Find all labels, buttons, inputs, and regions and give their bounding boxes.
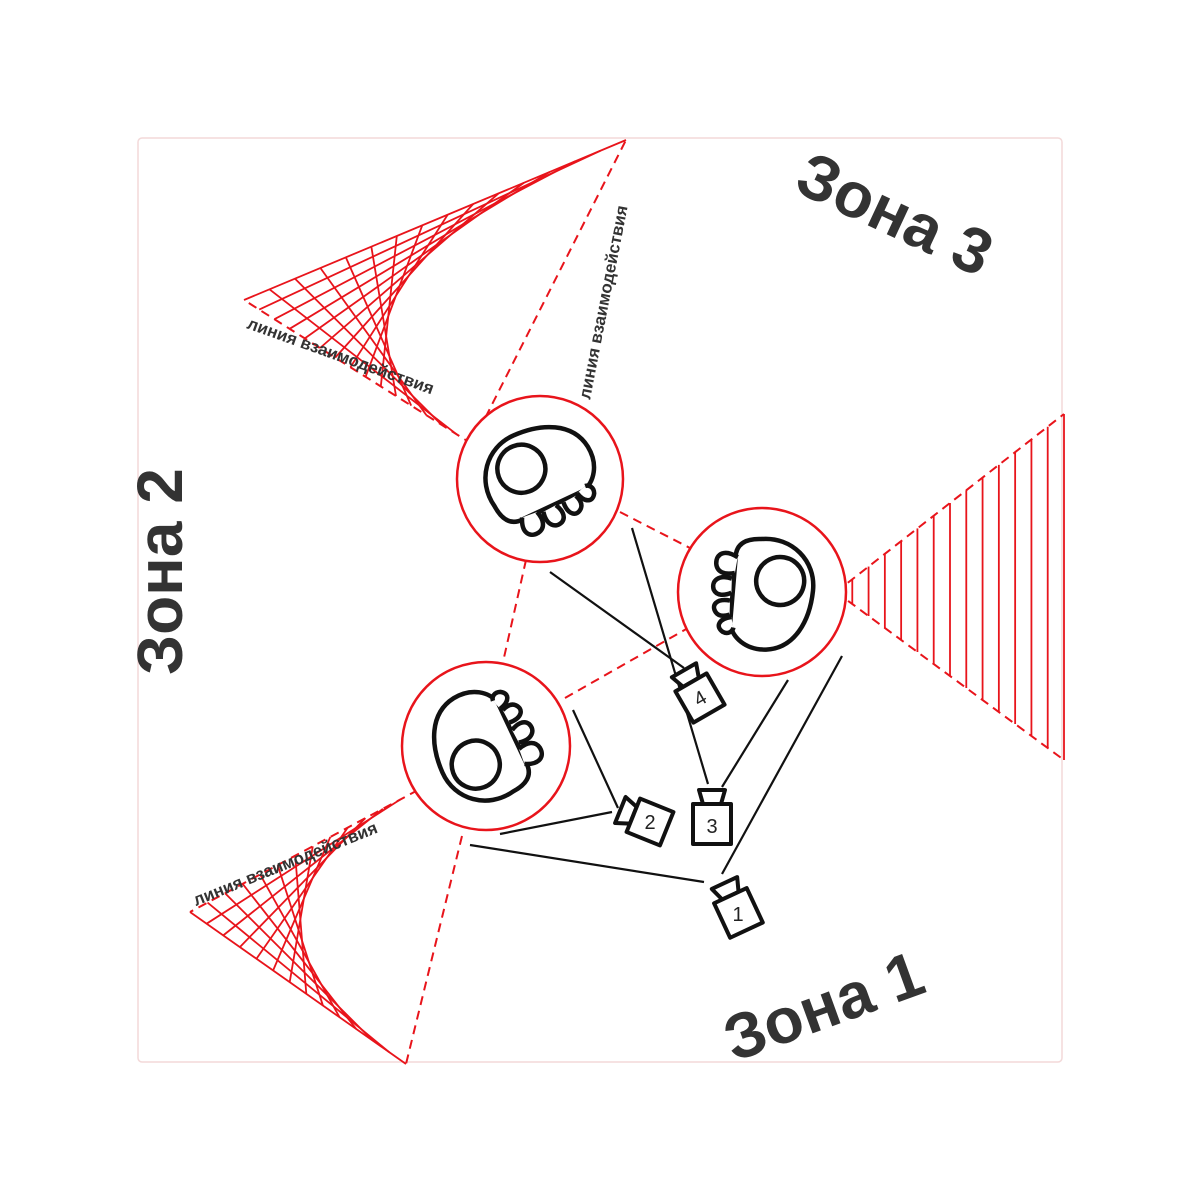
camera-4: 4 bbox=[669, 661, 727, 725]
camera-2: 2 bbox=[613, 795, 676, 848]
interaction-line bbox=[189, 789, 419, 913]
camera-icon bbox=[669, 661, 727, 725]
hatch-line bbox=[206, 901, 390, 1054]
hatch-line bbox=[294, 278, 443, 426]
person-top-view-icon bbox=[710, 536, 816, 652]
person-top-view-icon bbox=[483, 424, 597, 538]
hatch-line bbox=[258, 149, 601, 311]
participant-top bbox=[455, 394, 625, 564]
hatch-line bbox=[319, 192, 500, 349]
hatch-line bbox=[222, 808, 384, 937]
hatch-line bbox=[345, 256, 413, 406]
participant-left bbox=[400, 660, 572, 832]
interaction-line-label-top-left: линия взаимодействия bbox=[245, 314, 437, 398]
hatch-line bbox=[319, 267, 428, 416]
interaction-line bbox=[835, 413, 1065, 593]
camera-number: 2 bbox=[644, 812, 655, 834]
hatch-line bbox=[272, 836, 332, 971]
camera-number: 1 bbox=[732, 904, 743, 926]
diagram-frame bbox=[137, 137, 1063, 1063]
hatch-line bbox=[224, 892, 374, 1042]
hatch-line bbox=[370, 246, 397, 397]
hatch-line bbox=[349, 214, 449, 368]
camera-1: 1 bbox=[709, 875, 765, 940]
hatch-line bbox=[364, 225, 424, 378]
hatch-line bbox=[273, 160, 576, 320]
hatch-line bbox=[334, 203, 474, 359]
hatch-line bbox=[288, 846, 314, 983]
zone-1-label: Зона 1 bbox=[714, 937, 933, 1075]
zone-3-label: Зона 3 bbox=[786, 137, 1004, 290]
hatch-line bbox=[255, 827, 349, 960]
hatch-line bbox=[379, 235, 398, 387]
camera-icon bbox=[691, 788, 733, 846]
camera-3: 3 bbox=[691, 788, 733, 846]
hatch-line bbox=[239, 817, 367, 948]
interaction-line bbox=[405, 835, 463, 1065]
hatch-line bbox=[268, 288, 458, 436]
person-top-view-icon bbox=[431, 689, 545, 803]
hatch-line bbox=[243, 139, 627, 301]
hatch-line bbox=[294, 855, 308, 994]
camera-icon bbox=[613, 795, 676, 848]
interaction-line bbox=[471, 139, 627, 445]
right-hatch-area bbox=[835, 413, 1065, 761]
interaction-line-label-top-right: линия взаимодействия bbox=[575, 204, 631, 401]
interaction-line-label-bottom: линия взаимодействия bbox=[190, 818, 380, 909]
zone-3-hatch-area bbox=[243, 139, 627, 445]
camera-icon bbox=[709, 875, 765, 940]
zone-2-label: Зона 2 bbox=[124, 468, 196, 675]
interaction-triangle bbox=[502, 511, 691, 699]
camera-sight-lines bbox=[469, 527, 843, 884]
camera-number: 3 bbox=[706, 816, 717, 838]
participant-right bbox=[676, 506, 848, 678]
zone-1-hatch-area bbox=[189, 789, 463, 1065]
